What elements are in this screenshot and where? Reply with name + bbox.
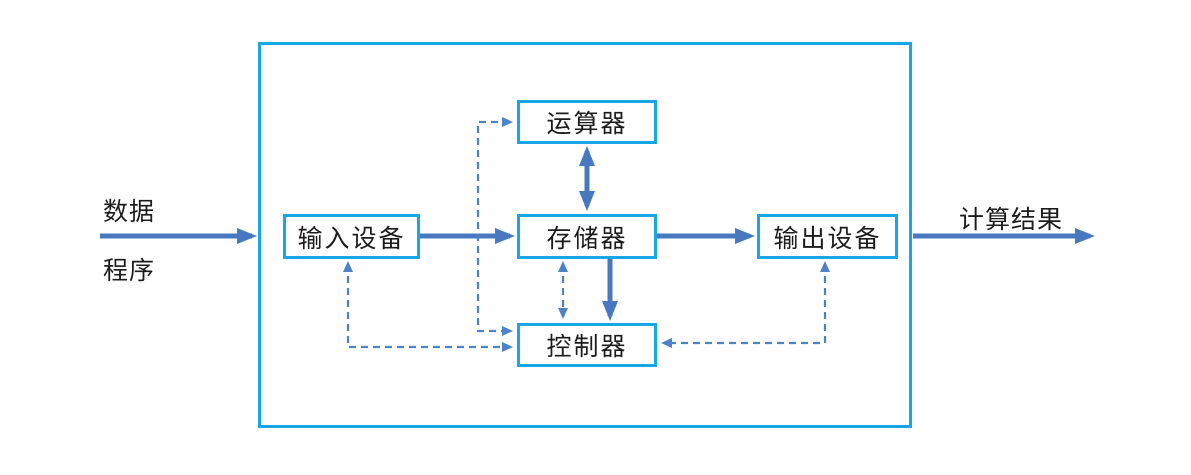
node-alu-label: 运算器 xyxy=(546,109,628,138)
computer-system-boundary xyxy=(258,42,912,428)
node-memory-label: 存储器 xyxy=(546,223,628,253)
node-output-device: 输出设备 xyxy=(757,214,898,259)
control-line-controller-input-device xyxy=(343,261,513,352)
node-controller: 控制器 xyxy=(517,323,657,367)
node-alu: 运算器 xyxy=(517,100,657,144)
node-controller-label: 控制器 xyxy=(546,332,628,361)
node-output-device-label: 输出设备 xyxy=(773,223,882,253)
node-input-device-label: 输入设备 xyxy=(297,223,406,253)
node-memory: 存储器 xyxy=(517,214,657,259)
node-input-device: 输入设备 xyxy=(283,214,420,259)
label-program-input: 程序 xyxy=(103,256,156,285)
control-line-controller-output-device xyxy=(661,261,830,348)
label-data-input: 数据 xyxy=(103,197,156,226)
label-computation-result: 计算结果 xyxy=(959,205,1064,234)
